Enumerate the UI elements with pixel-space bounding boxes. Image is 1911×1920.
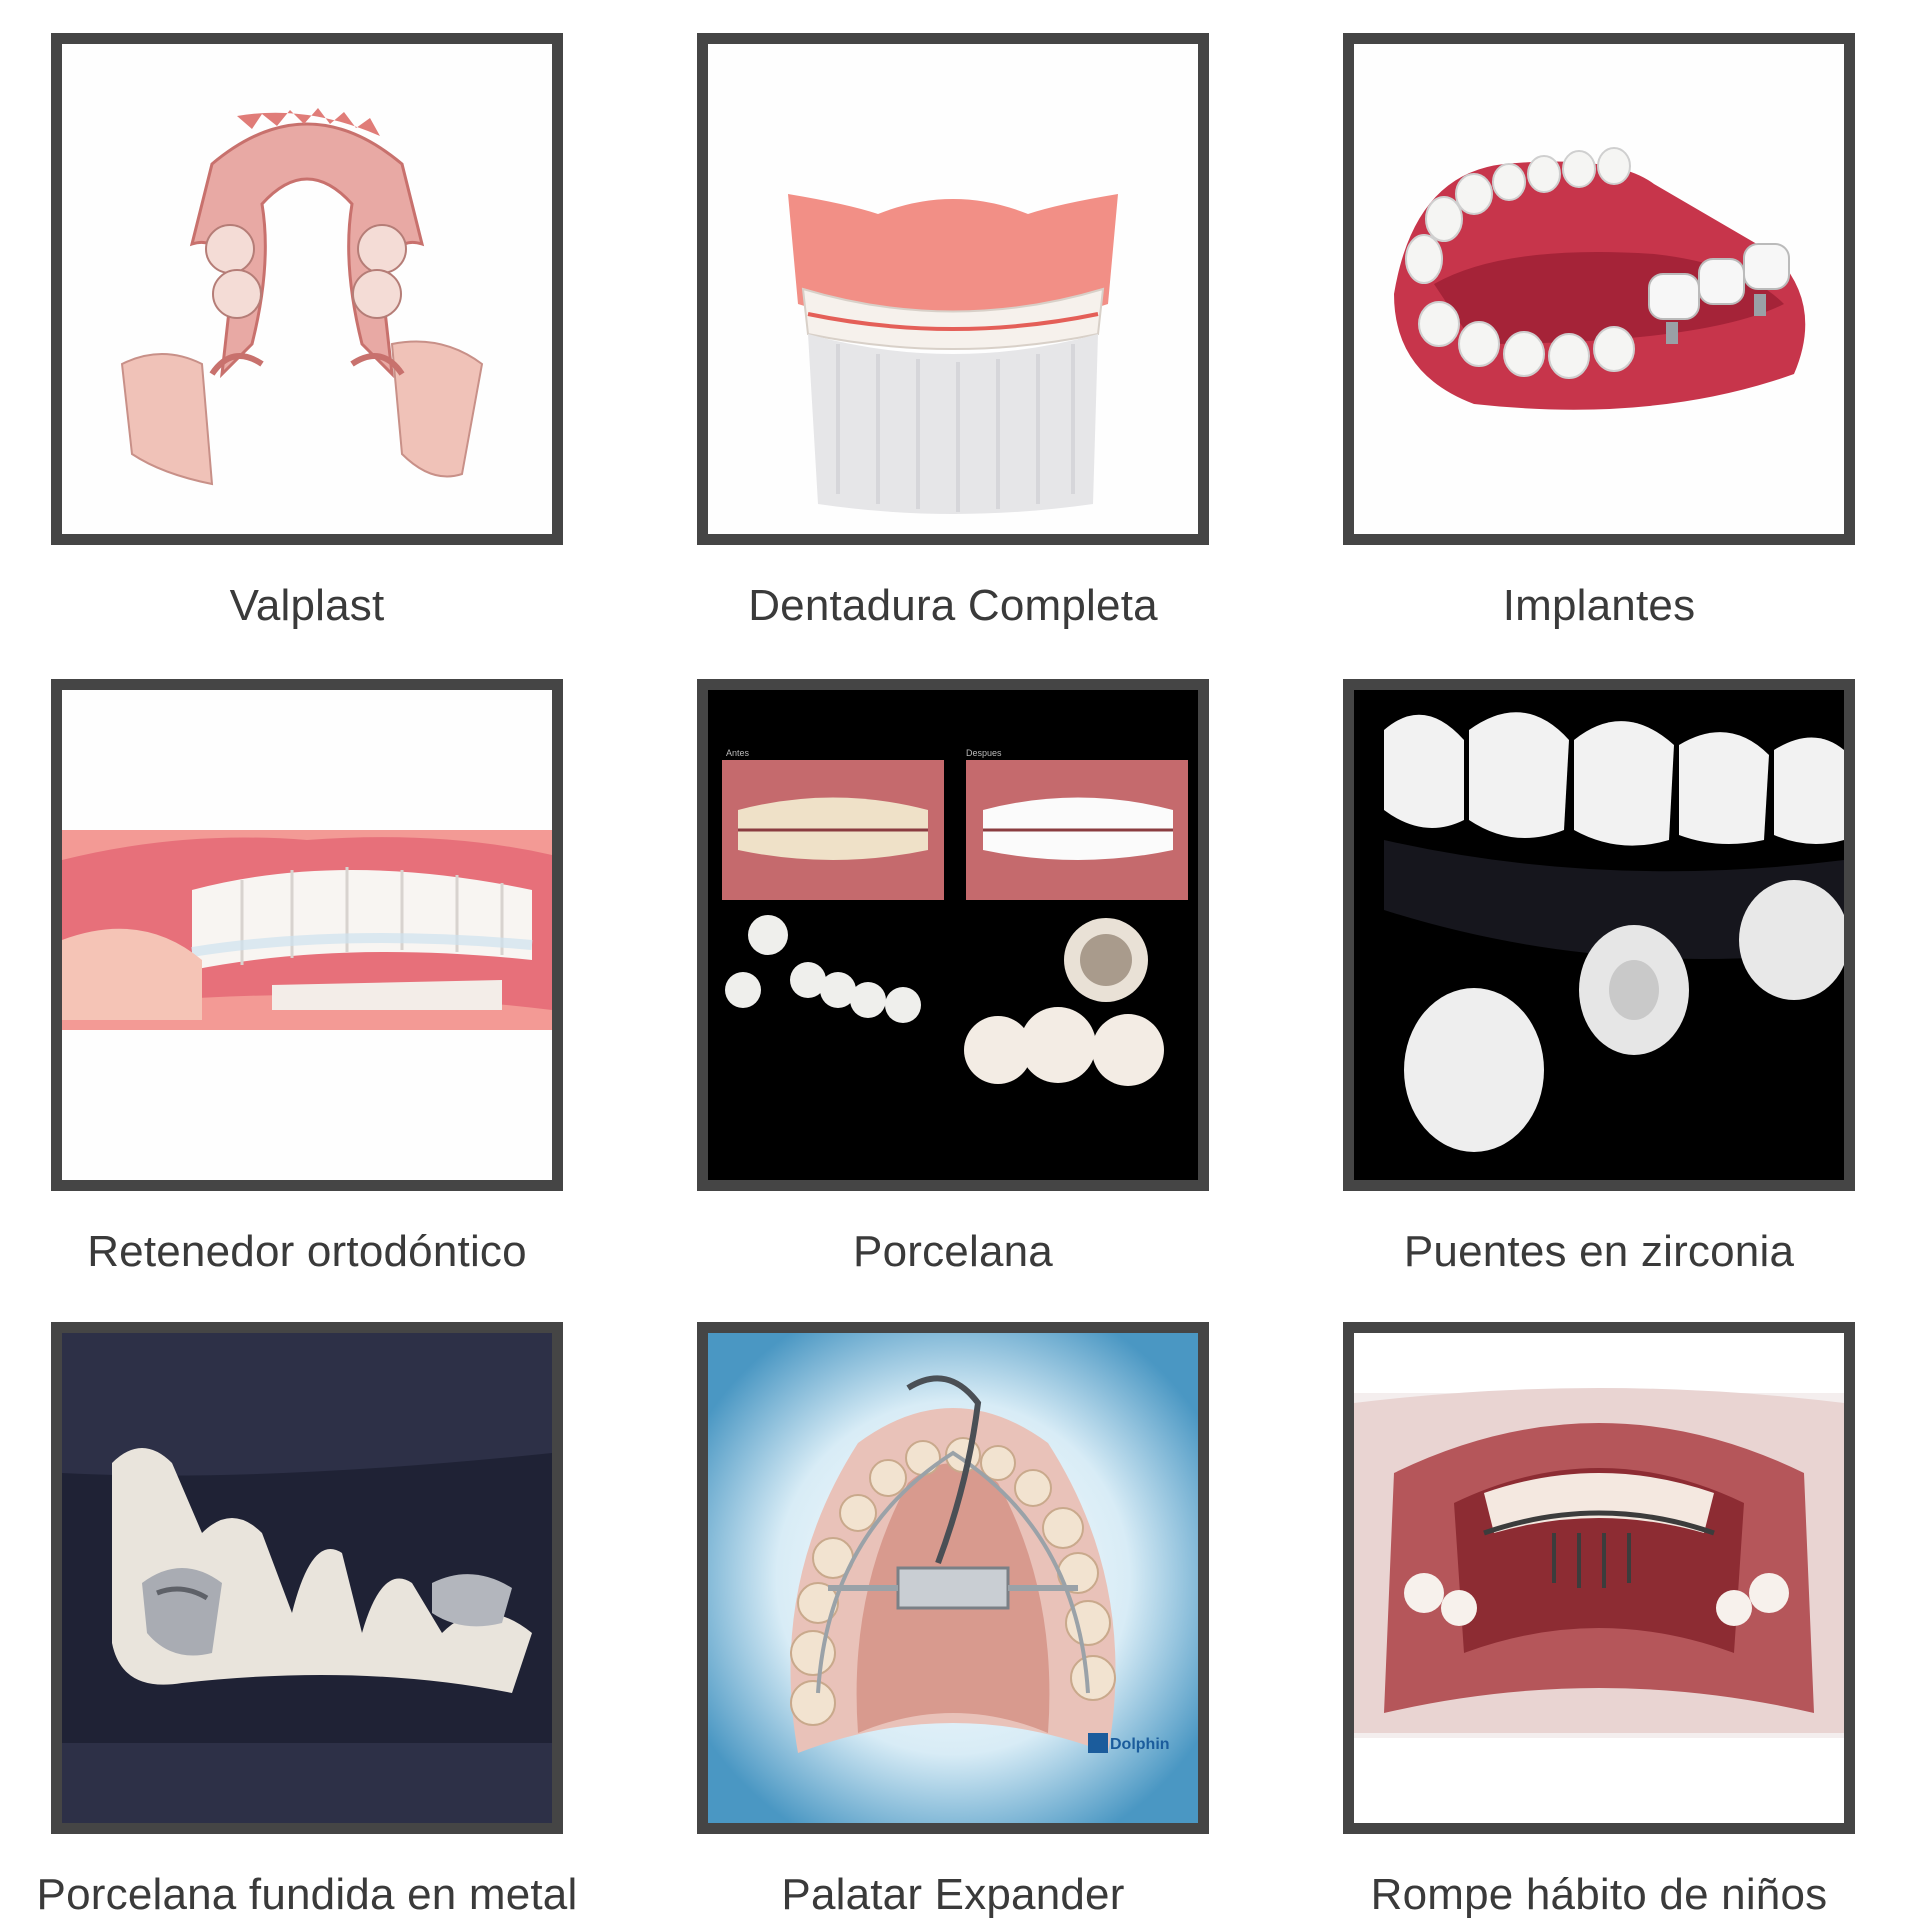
zirconia-bridge-image (1354, 690, 1844, 1180)
product-label[interactable]: Porcelana (853, 1227, 1053, 1276)
product-label[interactable]: Implantes (1502, 581, 1696, 630)
product-image-frame[interactable] (1343, 679, 1855, 1191)
product-label[interactable]: Puentes en zirconia (1403, 1227, 1795, 1276)
porcelain-fused-metal-bridge-image (62, 1333, 552, 1823)
product-image-frame[interactable] (51, 679, 563, 1191)
product-label[interactable]: Retenedor ortodóntico (87, 1227, 527, 1276)
dental-implant-jaw-image (1354, 44, 1844, 534)
before-label: Antes (726, 748, 750, 758)
product-image-frame[interactable] (1343, 1322, 1855, 1834)
product-label[interactable]: Dentadura Completa (748, 581, 1158, 630)
product-image-frame[interactable] (1343, 33, 1855, 545)
product-image-frame[interactable] (51, 33, 563, 545)
habit-breaker-appliance-image (1354, 1333, 1844, 1823)
after-label: Despues (966, 748, 1002, 758)
porcelain-crowns-image: Antes Despues (708, 690, 1198, 1180)
dolphin-watermark: Dolphin (1110, 1736, 1170, 1753)
product-label[interactable]: Rompe hábito de niños (1370, 1870, 1828, 1919)
full-denture-image (708, 44, 1198, 534)
product-image-frame[interactable] (51, 1322, 563, 1834)
product-image-frame[interactable]: Dolphin (697, 1322, 1209, 1834)
flexible-partial-denture-image (62, 44, 552, 534)
product-image-frame[interactable] (697, 33, 1209, 545)
product-image-frame[interactable]: Antes Despues (697, 679, 1209, 1191)
product-label[interactable]: Porcelana fundida en metal (36, 1870, 578, 1919)
clear-retainer-image (62, 690, 552, 1180)
palatal-expander-image: Dolphin (708, 1333, 1198, 1823)
product-label[interactable]: Palatar Expander (781, 1870, 1125, 1919)
product-label[interactable]: Valplast (229, 581, 385, 630)
